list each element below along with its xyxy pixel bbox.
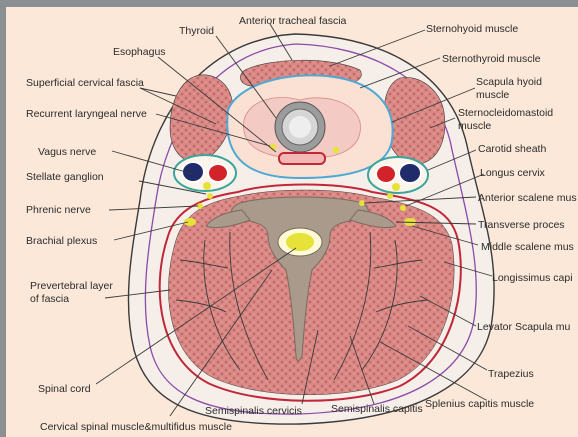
label-semispinalis-capitis: Semispinalis capitis <box>331 403 423 415</box>
label-vagus-nerve: Vagus nerve <box>38 146 96 158</box>
label-scapula-hyoid-line1: Scapula hyoid <box>476 76 542 88</box>
label-sternothyroid: Sternothyroid muscle <box>442 53 541 65</box>
label-longissimus: Longissimus capi <box>492 272 573 284</box>
label-scm-line1: Sternocleidomastoid <box>458 107 553 119</box>
label-anterior-scalene: Anterior scalene mus <box>478 192 577 204</box>
stellate-ganglion-right <box>387 193 393 199</box>
label-middle-scalene: Middle scalene mus <box>481 241 574 253</box>
label-phrenic-nerve: Phrenic nerve <box>26 204 91 216</box>
recurrent-laryngeal-nerve-right <box>333 147 339 153</box>
label-semispinalis-cervicis: Semispinalis cervicis <box>205 405 302 417</box>
common-carotid-artery-right <box>376 165 396 183</box>
label-prevertebral-line1: Prevertebral layer <box>30 280 113 292</box>
label-brachial-plexus: Brachial plexus <box>26 235 97 247</box>
label-cervical-spinal-muscle: Cervical spinal muscle&multifidus muscle <box>40 421 232 433</box>
label-transverse-process: Transverse proces <box>478 219 565 231</box>
label-levator-scapula: Levator Scapula mu <box>477 321 571 333</box>
label-longus-cervix: Longus cervix <box>480 167 546 179</box>
spinal-cord <box>286 233 314 251</box>
label-sternohyoid: Sternohyoid muscle <box>426 23 518 35</box>
label-superficial-cervical-fascia: Superficial cervical fascia <box>26 77 144 89</box>
label-thyroid: Thyroid <box>179 25 214 37</box>
label-splenius-capitis: Splenius capitis muscle <box>425 398 534 410</box>
label-stellate-ganglion: Stellate ganglion <box>26 171 104 183</box>
internal-jugular-vein-right <box>399 163 421 183</box>
label-recurrent-laryngeal-nerve: Recurrent laryngeal nerve <box>26 108 147 120</box>
stellate-ganglion-left <box>207 193 213 199</box>
label-esophagus: Esophagus <box>113 46 166 58</box>
esophagus <box>279 153 325 164</box>
brachial-plexus-left <box>184 218 196 226</box>
label-carotid-sheath: Carotid sheath <box>478 143 546 155</box>
label-prevertebral-line2: of fascia <box>30 293 69 305</box>
label-scapula-hyoid-line2: muscle <box>476 89 509 101</box>
label-anterior-tracheal-fascia: Anterior tracheal fascia <box>239 15 347 27</box>
label-trapezius: Trapezius <box>488 368 534 380</box>
vagus-nerve-right <box>392 183 400 191</box>
common-carotid-artery-left <box>208 164 228 182</box>
label-scm-line2: muscle <box>458 120 491 132</box>
longus-cervix-nerve <box>400 205 406 211</box>
label-spinal-cord: Spinal cord <box>38 383 91 395</box>
vagus-nerve-left <box>203 182 211 190</box>
